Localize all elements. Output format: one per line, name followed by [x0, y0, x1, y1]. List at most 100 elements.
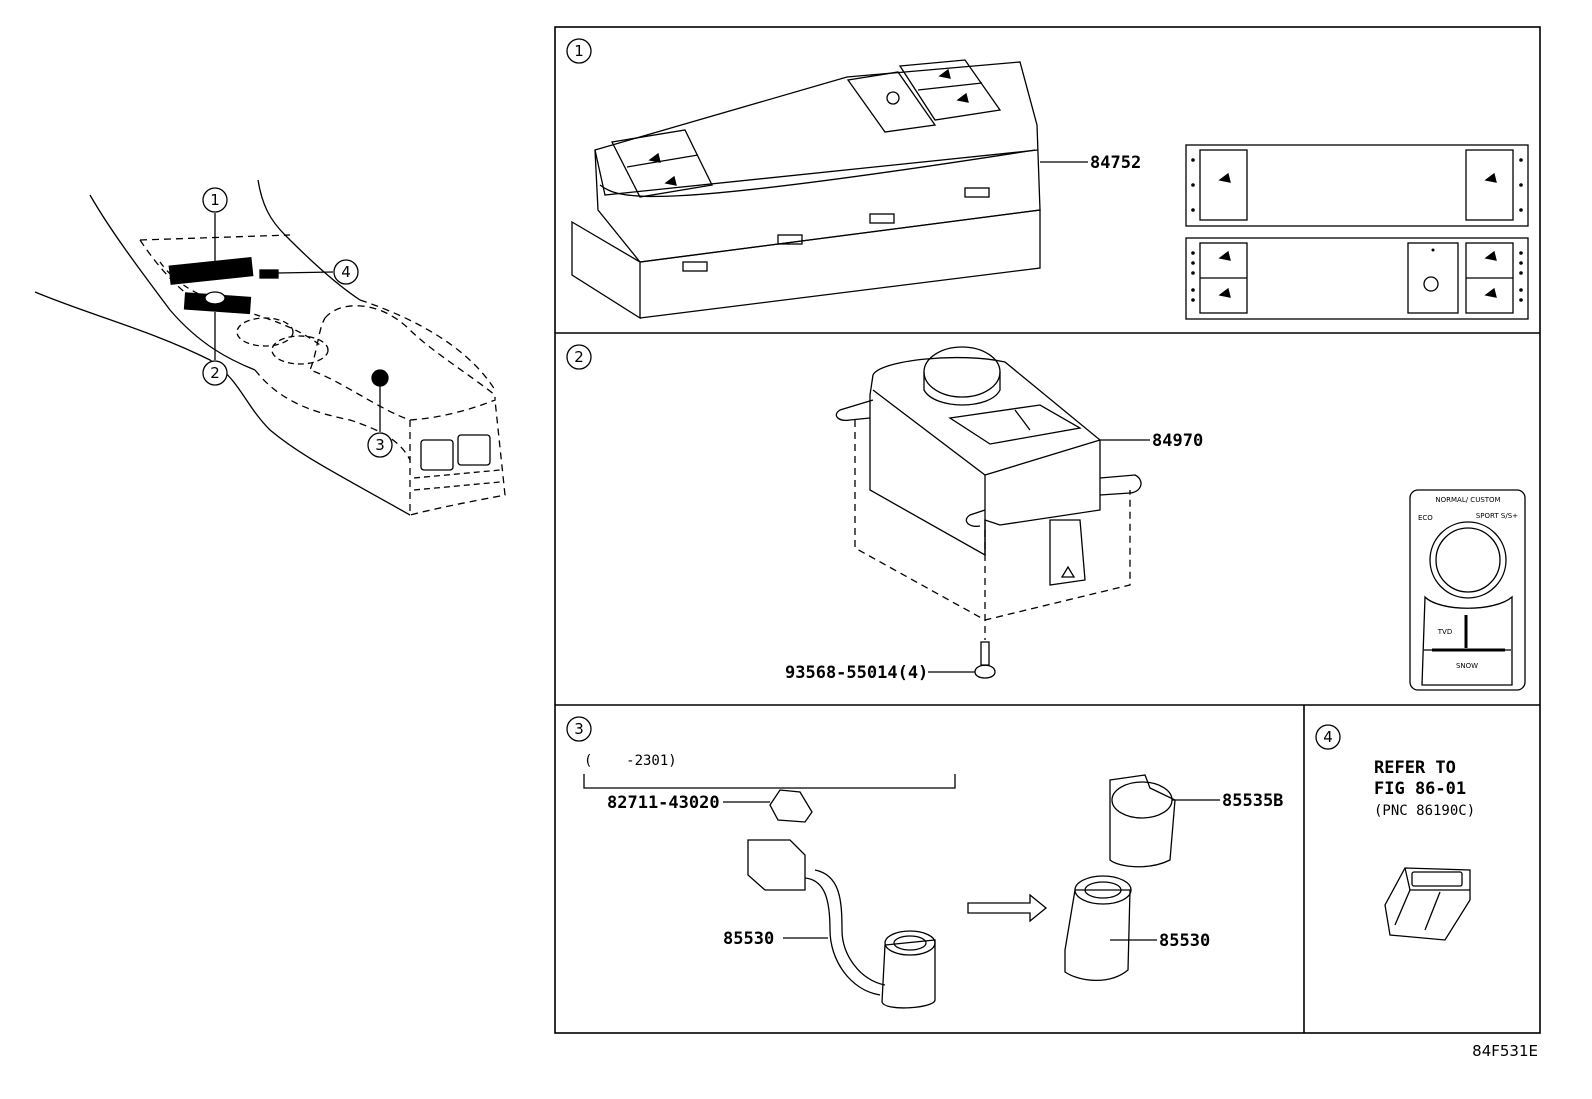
diagram-frame: [554, 26, 1541, 1034]
clip-1: [682, 261, 708, 272]
part-number-85530-left: 85530: [723, 929, 774, 949]
panel-2-number: 2: [574, 348, 584, 366]
dial-label-eco: ECO: [1418, 514, 1433, 522]
wire-clip: [769, 789, 813, 823]
switch-body-side: [571, 220, 641, 320]
callout-2-number: 2: [210, 364, 220, 382]
drive-mode-switch-assembly: [835, 346, 1150, 679]
detail-steering-glyph: [1423, 276, 1439, 292]
armrest-dashed: [359, 299, 496, 391]
seat-switch-detail-views: [1185, 144, 1529, 320]
armrest-lid: [309, 305, 496, 421]
power-outlet-assembly: [583, 774, 1220, 1009]
clip-2: [777, 234, 803, 245]
referenced-switch-body: [1384, 867, 1471, 941]
panel-4-circle: [1315, 724, 1341, 750]
screw-head: [974, 664, 996, 679]
referenced-switch-edges: [1394, 889, 1441, 931]
detail-right-seat-button: [1465, 149, 1514, 221]
console-lower-dashed: [254, 369, 411, 461]
detail-view-2-button: [1185, 144, 1529, 227]
part-number-85530-right: 85530: [1159, 931, 1210, 951]
detail-left-seat-button: [1199, 149, 1248, 221]
connector-arrow: [1060, 565, 1076, 578]
switch-body-front: [639, 209, 1041, 319]
console-outline-upper: [89, 194, 256, 371]
part-number-84752: 84752: [1090, 153, 1141, 173]
refer-line-2: FIG 86-01: [1374, 779, 1466, 799]
referenced-switch-button: [1411, 871, 1463, 887]
panel-4-number: 4: [1323, 728, 1333, 746]
clip-4: [964, 187, 990, 198]
detail-indicator-dots: [1191, 158, 1523, 302]
switch-body-outline: [594, 61, 1041, 263]
referenced-switch-top: [1404, 867, 1470, 891]
console-rear-face: [409, 399, 506, 516]
refer-line-3: (PNC 86190C): [1374, 803, 1475, 819]
mount-tab-left: [835, 399, 874, 421]
callout-1-number: 1: [210, 191, 220, 209]
part-number-84970: 84970: [1152, 431, 1203, 451]
drive-switch-top-edge: [872, 389, 1101, 476]
drive-switch-button-panel: [948, 404, 1082, 445]
referenced-switch: [1384, 867, 1471, 941]
panel-1-number: 1: [574, 42, 584, 60]
mount-tab-front: [965, 509, 986, 527]
detail-steering-button: [1407, 242, 1459, 314]
left-seat-button-split: [626, 154, 699, 168]
range-label: ( -2301): [584, 753, 677, 769]
seat-switch-location: [168, 256, 254, 285]
rear-vent-right: [457, 434, 491, 466]
outlet-socket-new-opening: [1074, 875, 1132, 905]
right-seat-button-pair: [898, 59, 1002, 121]
drive-mode-dial-top: [923, 346, 1001, 398]
left-seat-button-pair: [611, 129, 713, 198]
detail-dial-outer: [1429, 521, 1507, 599]
detail-seat-glyphs: [1218, 172, 1497, 298]
drive-switch-connector: [1049, 519, 1086, 586]
steering-heater-button: [846, 71, 937, 133]
dial-label-sport: SPORT S/S+: [1476, 512, 1518, 520]
switch-bezel-line: [599, 149, 1036, 198]
right-seat-button-split: [917, 82, 983, 91]
outlet-socket-new-inner: [1084, 881, 1122, 899]
detail-dial-inner: [1435, 527, 1501, 593]
seat-glyphs: [648, 68, 969, 186]
dial-label-tvd: TVD: [1437, 628, 1452, 636]
callout-4-number: 4: [341, 263, 351, 281]
panel-3-circle: [566, 716, 592, 742]
small-switch-location: [259, 269, 279, 279]
steering-glyph: [886, 91, 900, 105]
panel-1-circle: [566, 38, 592, 64]
part-number-82711-43020: 82711-43020: [607, 793, 720, 813]
upgrade-arrow: [967, 893, 1048, 923]
drive-switch-button-split: [1014, 409, 1031, 431]
drive-mode-dial-location: [204, 291, 226, 305]
detail-dial-bezel: [1409, 489, 1526, 691]
part-number-85535b: 85535B: [1222, 791, 1283, 811]
panel-3-number: 3: [574, 720, 584, 738]
switch-body-top-edge: [594, 149, 1039, 196]
cupholder-rear: [271, 335, 329, 365]
outlet-socket-new: [1064, 889, 1131, 981]
wire-harness: [804, 869, 886, 996]
outlet-cover-lid: [1111, 781, 1173, 819]
clip-3: [869, 213, 895, 224]
console-tray-dashed: [159, 261, 321, 346]
mount-tab-right: [1099, 474, 1142, 496]
detail-button-area: [1421, 595, 1513, 686]
rear-face-lines: [413, 469, 501, 491]
figure-id: 84F531E: [1472, 1042, 1538, 1060]
callout-3-number: 3: [375, 436, 385, 454]
callout-1-circle: [202, 187, 228, 213]
socket-inner: [893, 935, 927, 951]
drive-mode-dial-side: [923, 372, 1001, 406]
callout-2-circle: [202, 360, 228, 386]
range-bracket: [583, 774, 956, 789]
outlet-cover: [1109, 774, 1176, 868]
screw-shank: [980, 641, 990, 666]
console-outline-left: [34, 291, 411, 516]
callout-3-circle: [367, 432, 393, 458]
socket-opening: [884, 930, 936, 956]
